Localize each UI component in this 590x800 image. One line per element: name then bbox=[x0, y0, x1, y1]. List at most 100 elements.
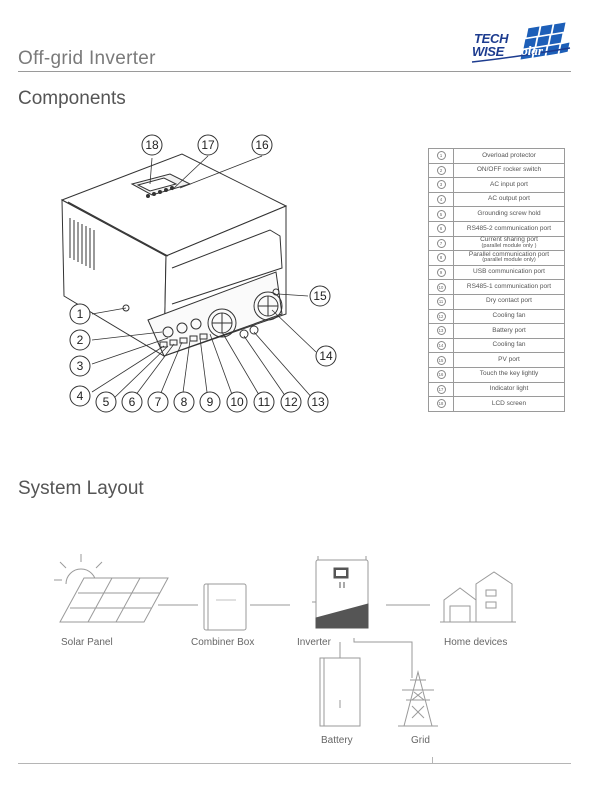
callout-2: 2 bbox=[77, 333, 84, 347]
legend-row: 9 USB communication port bbox=[428, 264, 565, 281]
label-combiner-box: Combiner Box bbox=[191, 637, 255, 648]
legend-component-name: Parallel communication port(parallel mod… bbox=[453, 250, 565, 266]
callout-12: 12 bbox=[284, 395, 298, 409]
legend-number-cell: 16 bbox=[428, 366, 454, 383]
inverter-components-diagram: 18 17 16 1 2 3 4 5 6 7 8 9 10 11 12 13 1… bbox=[60, 134, 337, 413]
legend-component-name: ON/OFF rocker switch bbox=[453, 162, 565, 179]
footer-divider bbox=[18, 763, 571, 764]
legend-number-cell: 2 bbox=[428, 162, 454, 179]
legend-component-label: AC output port bbox=[488, 195, 530, 203]
legend-component-label: AC input port bbox=[490, 180, 528, 188]
label-inverter: Inverter bbox=[297, 637, 331, 648]
inverter-icon bbox=[312, 556, 369, 629]
legend-number: 16 bbox=[436, 370, 446, 380]
callout-4: 4 bbox=[77, 389, 84, 403]
legend-number-cell: 1 bbox=[428, 148, 454, 164]
callout-10: 10 bbox=[230, 395, 244, 409]
legend-number-cell: 8 bbox=[428, 250, 454, 266]
legend-row: 8 Parallel communication port(parallel mo… bbox=[428, 250, 565, 266]
legend-row: 18 LCD screen bbox=[428, 396, 565, 412]
callout-13: 13 bbox=[311, 395, 325, 409]
callout-14: 14 bbox=[319, 349, 333, 363]
legend-number: 5 bbox=[436, 209, 446, 219]
legend-component-label: LCD screen bbox=[491, 399, 527, 407]
callout-15: 15 bbox=[313, 289, 327, 303]
legend-component-name: AC input port bbox=[453, 177, 565, 193]
legend-number: 10 bbox=[436, 282, 446, 292]
legend-row: 3 AC input port bbox=[428, 177, 565, 193]
legend-component-name: Overload protector bbox=[453, 148, 565, 164]
legend-number: 8 bbox=[436, 253, 446, 263]
brand-logo: TECH WISE Solar bbox=[470, 21, 574, 70]
legend-number-cell: 3 bbox=[428, 177, 454, 193]
legend-component-name: AC output port bbox=[453, 191, 565, 208]
legend-number-cell: 13 bbox=[428, 323, 454, 339]
system-layout-diagram bbox=[54, 554, 516, 727]
legend-number-cell: 9 bbox=[428, 264, 454, 281]
legend-number: 12 bbox=[436, 311, 446, 321]
legend-component-name: Touch the key lightly bbox=[453, 366, 565, 383]
combiner-box-icon bbox=[203, 583, 247, 631]
label-solar-panel: Solar Panel bbox=[61, 637, 113, 648]
legend-number-cell: 4 bbox=[428, 191, 454, 208]
legend-row: 13 Battery port bbox=[428, 323, 565, 339]
legend-component-label: Battery port bbox=[492, 326, 526, 334]
callout-1: 1 bbox=[77, 307, 84, 321]
legend-row: 4 AC output port bbox=[428, 191, 565, 208]
callout-3: 3 bbox=[77, 359, 84, 373]
callout-9: 9 bbox=[207, 395, 214, 409]
legend-component-name: Dry contact port bbox=[453, 293, 565, 310]
legend-number: 7 bbox=[436, 238, 446, 248]
label-grid: Grid bbox=[411, 735, 430, 746]
legend-component-label: Parallel communication port bbox=[468, 250, 550, 258]
legend-component-label: Grounding screw hold bbox=[477, 209, 541, 217]
legend-number: 3 bbox=[436, 180, 446, 190]
callout-18: 18 bbox=[145, 138, 159, 152]
footer-divider-tick bbox=[432, 757, 433, 764]
legend-component-note: (parallel module only ) bbox=[481, 242, 537, 249]
legend-component-name: Cooling fan bbox=[453, 308, 565, 325]
legend-number: 11 bbox=[436, 297, 446, 307]
home-devices-icon bbox=[440, 571, 516, 623]
grid-tower-icon bbox=[398, 670, 438, 727]
legend-component-label: USB communication port bbox=[473, 268, 545, 276]
label-home-devices: Home devices bbox=[444, 637, 508, 648]
legend-component-label: PV port bbox=[498, 355, 520, 363]
legend-number: 6 bbox=[436, 224, 446, 234]
solar-cells-icon bbox=[471, 21, 571, 63]
legend-number: 17 bbox=[436, 384, 446, 394]
legend-row: 5 Grounding screw hold bbox=[428, 206, 565, 222]
legend-component-name: LCD screen bbox=[453, 396, 565, 412]
legend-number-cell: 17 bbox=[428, 381, 454, 398]
legend-component-note: (parallel module only) bbox=[482, 257, 536, 264]
legend-number: 1 bbox=[436, 151, 446, 161]
legend-number-cell: 6 bbox=[428, 220, 454, 237]
sun-icon bbox=[54, 554, 103, 585]
legend-component-name: RS485-2 communication port bbox=[453, 220, 565, 237]
callout-11: 11 bbox=[258, 395, 271, 409]
logo-text-tech: TECH bbox=[474, 31, 509, 46]
legend-component-label: RS485-2 communication port bbox=[466, 224, 552, 232]
callout-6: 6 bbox=[129, 395, 136, 409]
legend-number-cell: 7 bbox=[428, 235, 454, 252]
legend-component-label: Touch the key lightly bbox=[479, 370, 539, 378]
logo-text-wise: WISE bbox=[472, 44, 505, 59]
battery-icon bbox=[319, 657, 361, 727]
document-title: Off-grid Inverter bbox=[18, 48, 156, 69]
legend-number: 18 bbox=[436, 399, 446, 409]
label-battery: Battery bbox=[321, 735, 353, 746]
callout-7: 7 bbox=[155, 395, 162, 409]
callout-16: 16 bbox=[255, 138, 269, 152]
legend-number-cell: 14 bbox=[428, 337, 454, 354]
legend-component-name: Grounding screw hold bbox=[453, 206, 565, 222]
callout-8: 8 bbox=[181, 395, 188, 409]
legend-number: 13 bbox=[436, 326, 446, 336]
legend-row: 12 Cooling fan bbox=[428, 308, 565, 325]
legend-component-label: Overload protector bbox=[482, 151, 536, 159]
